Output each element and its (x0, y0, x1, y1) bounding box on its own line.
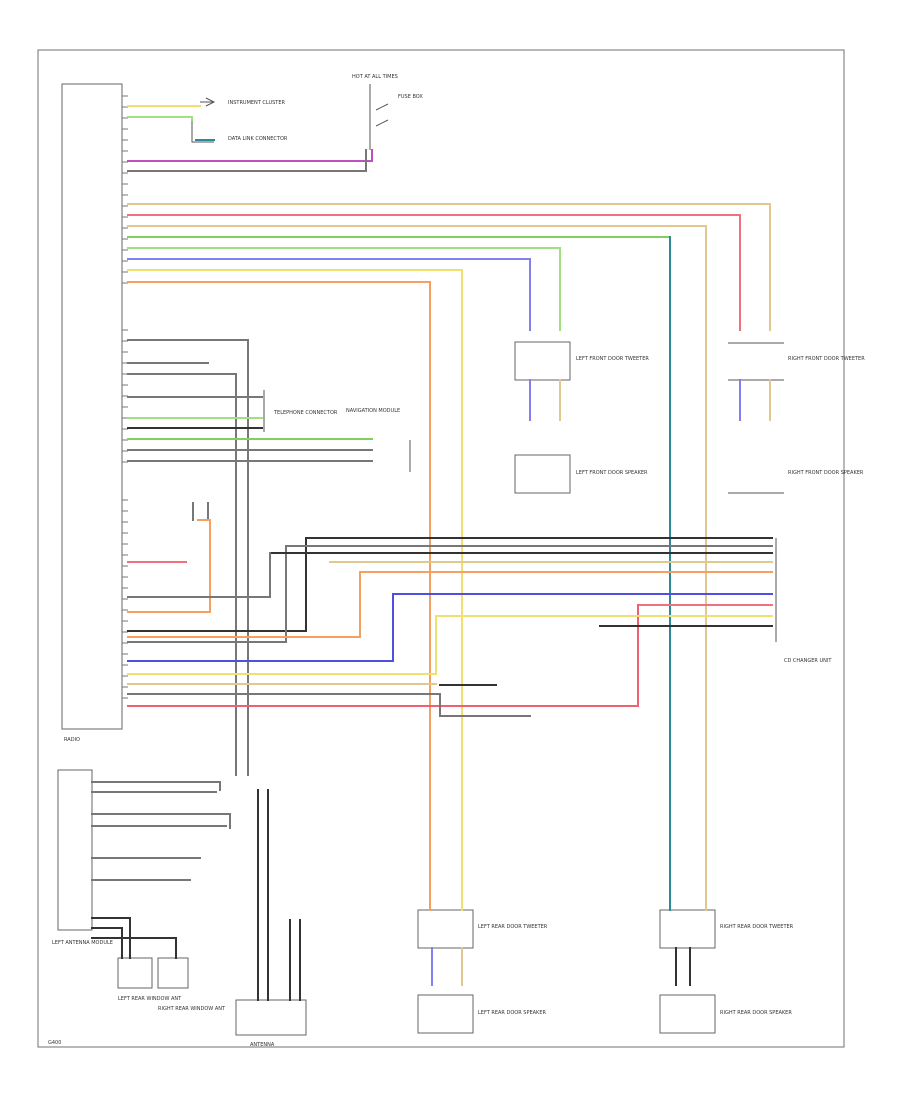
wire-blue-45 (127, 593, 394, 662)
wire-lblue-11 (127, 258, 531, 331)
hot-label: HOT AT ALL TIMES (352, 74, 398, 80)
rear-right-woofer-box (659, 994, 716, 1034)
data-link-label: DATA LINK CONNECTOR (228, 136, 288, 142)
antenna-label: ANTENNA (250, 1042, 275, 1048)
front-right-tweeter-label: RIGHT FRONT DOOR TWEETER (788, 356, 865, 362)
rear-right-tweeter-box (659, 909, 716, 949)
wire-orange-34 (127, 519, 211, 613)
wire-gray-54 (91, 781, 221, 791)
telephone-label-2: NAVIGATION MODULE (346, 408, 400, 414)
wire-orange-13 (127, 281, 431, 911)
rear-right-woofer-label: RIGHT REAR DOOR SPEAKER (720, 1010, 792, 1016)
wire-black-61 (91, 927, 123, 959)
front-left-tweeter-box (514, 341, 571, 381)
front-right-woofer-label: RIGHT FRONT DOOR SPEAKER (788, 470, 864, 476)
right-rear-window-ant-box (157, 957, 189, 989)
left-rear-window-ant-label: LEFT REAR WINDOW ANT (118, 996, 182, 1002)
rear-right-tweeter-label: RIGHT REAR DOOR TWEETER (720, 924, 794, 930)
wire-gray-40 (127, 552, 271, 598)
left-antenna-module-label: LEFT ANTENNA MODULE (52, 940, 113, 946)
wire-yellow-49 (127, 615, 437, 675)
wire-gray-38 (127, 545, 287, 643)
wire-black-62 (91, 937, 177, 959)
wire-gray-24 (127, 373, 237, 776)
front-left-tweeter-label: LEFT FRONT DOOR TWEETER (576, 356, 649, 362)
wire-tan-5 (127, 203, 771, 331)
wire-black-36 (127, 537, 307, 632)
rear-left-woofer-box (417, 994, 474, 1034)
wires-layer (91, 105, 773, 1001)
wire-yellow-12 (127, 269, 463, 911)
ground-label: G400 (48, 1040, 61, 1046)
wire-orange-43 (127, 571, 361, 638)
left-antenna-module-box (57, 769, 93, 931)
rear-left-tweeter-box (417, 909, 474, 949)
wire-tan-7 (127, 225, 707, 911)
radio-label: RADIO (64, 737, 80, 743)
wire-gray-56 (91, 813, 231, 829)
wire-pink-6 (127, 214, 741, 331)
telephone-label: TELEPHONE CONNECTOR (273, 410, 338, 416)
radio-box (61, 83, 123, 730)
wire-violet-3 (127, 149, 373, 162)
fuse-block: HOT AT ALL TIMES FUSE BOX INSTRUMENT CLU… (191, 74, 423, 150)
diagram-frame (37, 49, 845, 1048)
front-left-woofer-label: LEFT FRONT DOOR SPEAKER (576, 470, 648, 476)
wire-gray-52 (127, 693, 531, 717)
cd-changer-label: CD CHANGER UNIT (784, 658, 832, 664)
wire-lgreen-1 (127, 116, 193, 121)
fuse-box-label: FUSE BOX (398, 94, 423, 100)
rear-left-woofer-label: LEFT REAR DOOR SPEAKER (478, 1010, 546, 1016)
front-right-tweeter-bracket (728, 342, 784, 381)
rear-left-tweeter-label: LEFT REAR DOOR TWEETER (478, 924, 548, 930)
wire-gray-22 (127, 339, 249, 776)
right-rear-window-ant-label: RIGHT REAR WINDOW ANT (158, 1006, 226, 1012)
telephone-block: TELEPHONE CONNECTOR NAVIGATION MODULE (263, 390, 411, 472)
wire-red-47 (127, 604, 639, 707)
antenna-box (235, 999, 307, 1036)
wire-gray-4 (127, 149, 367, 172)
wire-lgreen-10 (127, 247, 561, 331)
wire-black-60 (91, 917, 131, 959)
instrument-cluster-label: INSTRUMENT CLUSTER (228, 100, 286, 106)
left-rear-window-ant-box (117, 957, 153, 989)
front-left-woofer-box (514, 454, 571, 494)
